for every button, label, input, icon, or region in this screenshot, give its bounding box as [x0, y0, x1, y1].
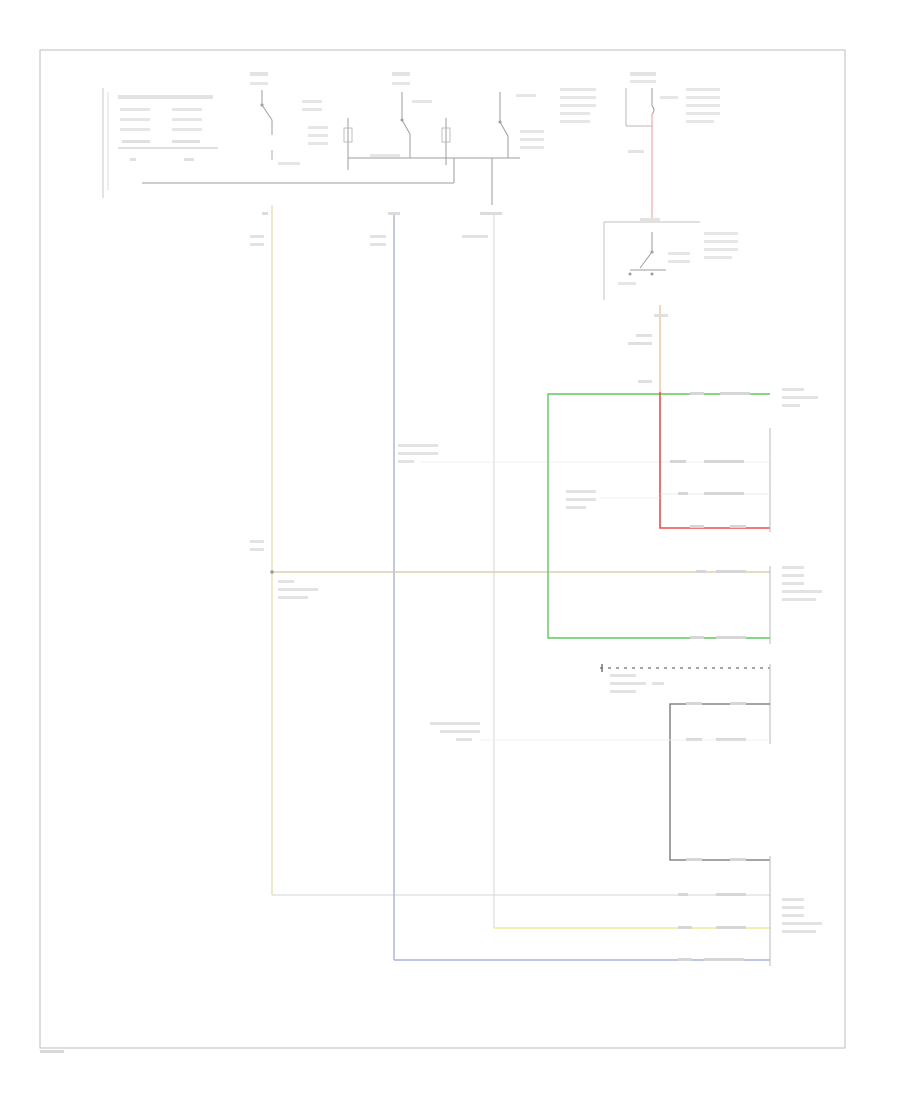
- connector-right-5: [782, 898, 822, 933]
- connector-right-4: [678, 856, 771, 966]
- relay-switch-4: [441, 88, 596, 165]
- ground-wire-dark: [600, 664, 771, 861]
- relay-switch-1: [250, 72, 328, 165]
- fuse-right-top: [625, 72, 720, 127]
- connector-right-3: [690, 566, 822, 644]
- wire-green: [547, 393, 770, 639]
- relay-switch-2: [343, 118, 450, 170]
- connector-right-1: [690, 388, 818, 407]
- relay-switch-3: [392, 72, 432, 158]
- connector-right-2: [660, 428, 771, 532]
- ignition-switch: [603, 218, 738, 300]
- diagram-footer-mark: [40, 1050, 64, 1053]
- fuse-block-top-left: [102, 88, 218, 198]
- diagram-frame: [39, 49, 846, 1049]
